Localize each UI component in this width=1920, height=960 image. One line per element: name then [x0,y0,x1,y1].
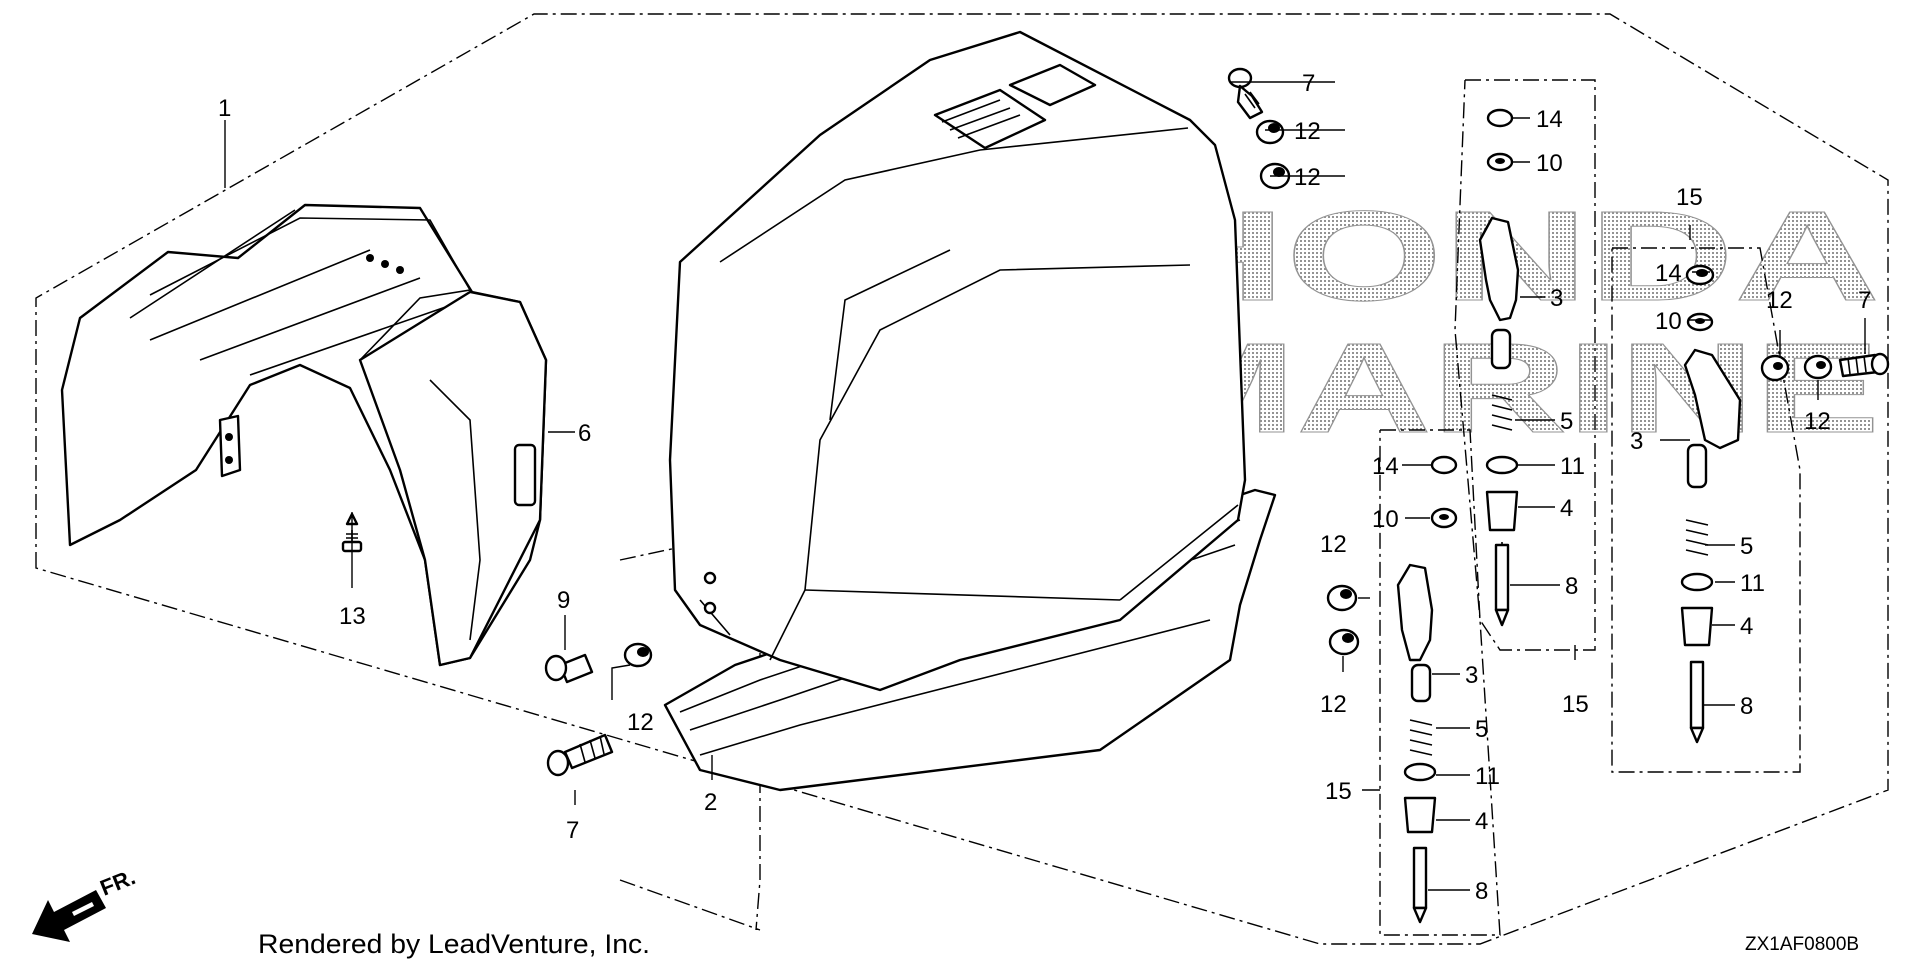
callout-12-top-a: 12 [1294,118,1321,145]
front-indicator-label: FR. [97,864,139,900]
callout-15-c: 15 [1676,184,1703,211]
callout-4-b: 4 [1475,808,1488,835]
callout-3-a: 3 [1550,285,1563,312]
callout-11-b: 11 [1475,763,1500,790]
callout-15-b: 15 [1325,778,1352,805]
callout-12-mid-a: 12 [1320,531,1347,558]
callout-5-c: 5 [1740,533,1753,560]
callout-3-c: 3 [1630,428,1643,455]
callout-14-c: 14 [1655,260,1682,287]
callout-5-a: 5 [1560,408,1573,435]
callout-1: 1 [218,95,231,122]
callout-13: 13 [339,603,366,630]
callout-12-right-b: 12 [1804,408,1831,435]
callout-12-left: 12 [627,709,654,736]
callout-9: 9 [557,587,570,614]
callout-10-b: 10 [1372,506,1399,533]
bolt-7-left [546,733,614,777]
callout-8-a: 8 [1565,573,1578,600]
latch-assembly-a [1454,79,1596,651]
callout-labels: 1 6 13 9 12 7 2 7 12 12 14 10 3 5 11 4 8… [218,70,1871,905]
callout-11-a: 11 [1560,453,1585,480]
assembly-outline [35,13,1889,945]
rear-cover-bracket [60,203,548,667]
callout-8-c: 8 [1740,693,1753,720]
callout-3-b: 3 [1465,662,1478,689]
callout-6: 6 [578,420,591,447]
front-arrow-icon [32,890,106,942]
leader-lines [224,81,1866,891]
latch-assembly-c [1611,247,1890,773]
latch-assembly-b [1379,429,1501,936]
callout-12-right-a: 12 [1766,287,1793,314]
callout-12-mid-b: 12 [1320,691,1347,718]
callout-10-c: 10 [1655,308,1682,335]
grommet-12-mid-a [1326,584,1358,612]
bolt-9 [544,653,594,684]
callout-7-right: 7 [1858,287,1871,314]
grommet-12-left [623,642,653,668]
callout-15-a: 15 [1562,691,1589,718]
bolt-7-top [1227,67,1264,120]
diagram-code: ZX1AF0800B [1745,934,1859,955]
front-arrow: FR. [32,864,139,942]
callout-7-top: 7 [1302,70,1315,97]
callout-11-c: 11 [1740,570,1765,597]
callout-7-left: 7 [566,817,579,844]
grommet-12-top-a [1255,119,1285,145]
callout-2: 2 [704,789,717,816]
callout-14-b: 14 [1372,453,1399,480]
callout-14-a: 14 [1536,106,1563,133]
callout-4-c: 4 [1740,613,1753,640]
callout-8-b: 8 [1475,878,1488,905]
callout-12-top-b: 12 [1294,164,1321,191]
callout-10-a: 10 [1536,150,1563,177]
callout-4-a: 4 [1560,495,1573,522]
engine-cover-hood [668,30,1247,692]
footer-credit: Rendered by LeadVenture, Inc. [258,929,650,959]
callout-5-b: 5 [1475,716,1488,743]
grommet-12-mid-b [1328,628,1360,656]
